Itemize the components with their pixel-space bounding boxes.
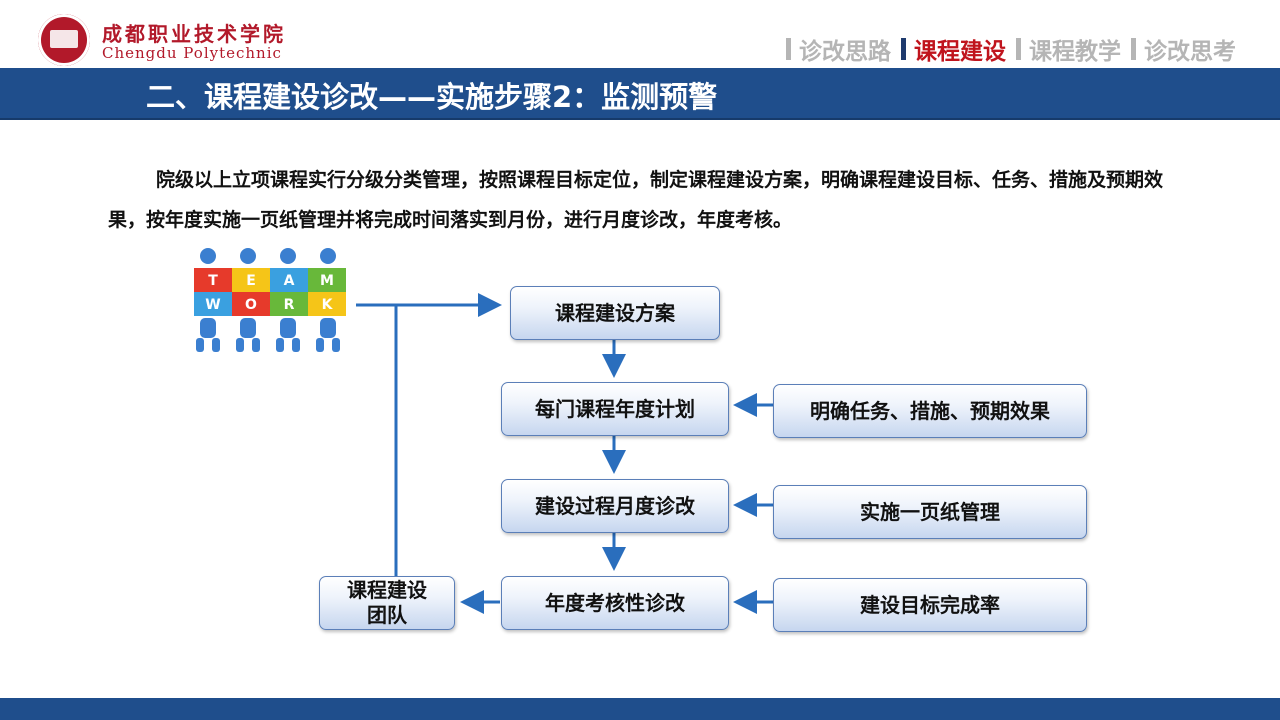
nav-item-reflection[interactable]: 诊改思考: [1131, 32, 1236, 66]
college-seal-icon: [38, 14, 90, 66]
section-nav: 诊改思路 课程建设 课程教学 诊改思考: [776, 32, 1236, 66]
people-figures: [196, 248, 340, 352]
puzzle-letter: A: [284, 273, 295, 289]
nav-label: 诊改思路: [799, 39, 891, 65]
box-monthly-diagnosis: 建设过程月度诊改: [501, 479, 729, 533]
nav-marker: [786, 38, 791, 60]
logo-name-en: Chengdu Polytechnic: [102, 44, 282, 62]
puzzle-pieces: [194, 268, 346, 316]
slide-title: 二、课程建设诊改——实施步骤2：监测预警: [146, 80, 718, 114]
puzzle-letter: E: [246, 273, 256, 289]
puzzle-letter: O: [245, 297, 257, 313]
nav-marker: [901, 38, 906, 60]
box-tasks-measures: 明确任务、措施、预期效果: [773, 384, 1087, 438]
puzzle-letter: R: [284, 297, 295, 313]
puzzle-letter: T: [208, 273, 218, 289]
nav-item-course-teaching[interactable]: 课程教学: [1016, 32, 1121, 66]
puzzle-letter: M: [320, 273, 334, 289]
puzzle-letter: K: [322, 297, 334, 313]
box-one-page: 实施一页纸管理: [773, 485, 1087, 539]
teamwork-puzzle-image: T E A M W O R K: [194, 248, 346, 352]
box-completion-rate: 建设目标完成率: [773, 578, 1087, 632]
nav-label: 课程建设: [914, 39, 1006, 65]
bottom-bar: [0, 698, 1280, 720]
nav-marker: [1131, 38, 1136, 60]
box-annual-review: 年度考核性诊改: [501, 576, 729, 630]
logo-name-cn: 成都职业技术学院: [102, 22, 286, 46]
nav-item-course-building[interactable]: 课程建设: [901, 32, 1006, 66]
nav-label: 诊改思考: [1144, 39, 1236, 65]
nav-item-thinking[interactable]: 诊改思路: [786, 32, 891, 66]
puzzle-letter: W: [205, 297, 220, 313]
college-logo: 成都职业技术学院 Chengdu Polytechnic: [38, 14, 283, 68]
title-bar: 二、课程建设诊改——实施步骤2：监测预警: [0, 68, 1280, 120]
box-annual-plan: 每门课程年度计划: [501, 382, 729, 436]
nav-marker: [1016, 38, 1021, 60]
box-course-team: 课程建设团队: [319, 576, 455, 630]
box-course-plan: 课程建设方案: [510, 286, 720, 340]
intro-paragraph: 院级以上立项课程实行分级分类管理，按照课程目标定位，制定课程建设方案，明确课程建…: [108, 169, 1164, 231]
nav-label: 课程教学: [1029, 39, 1121, 65]
